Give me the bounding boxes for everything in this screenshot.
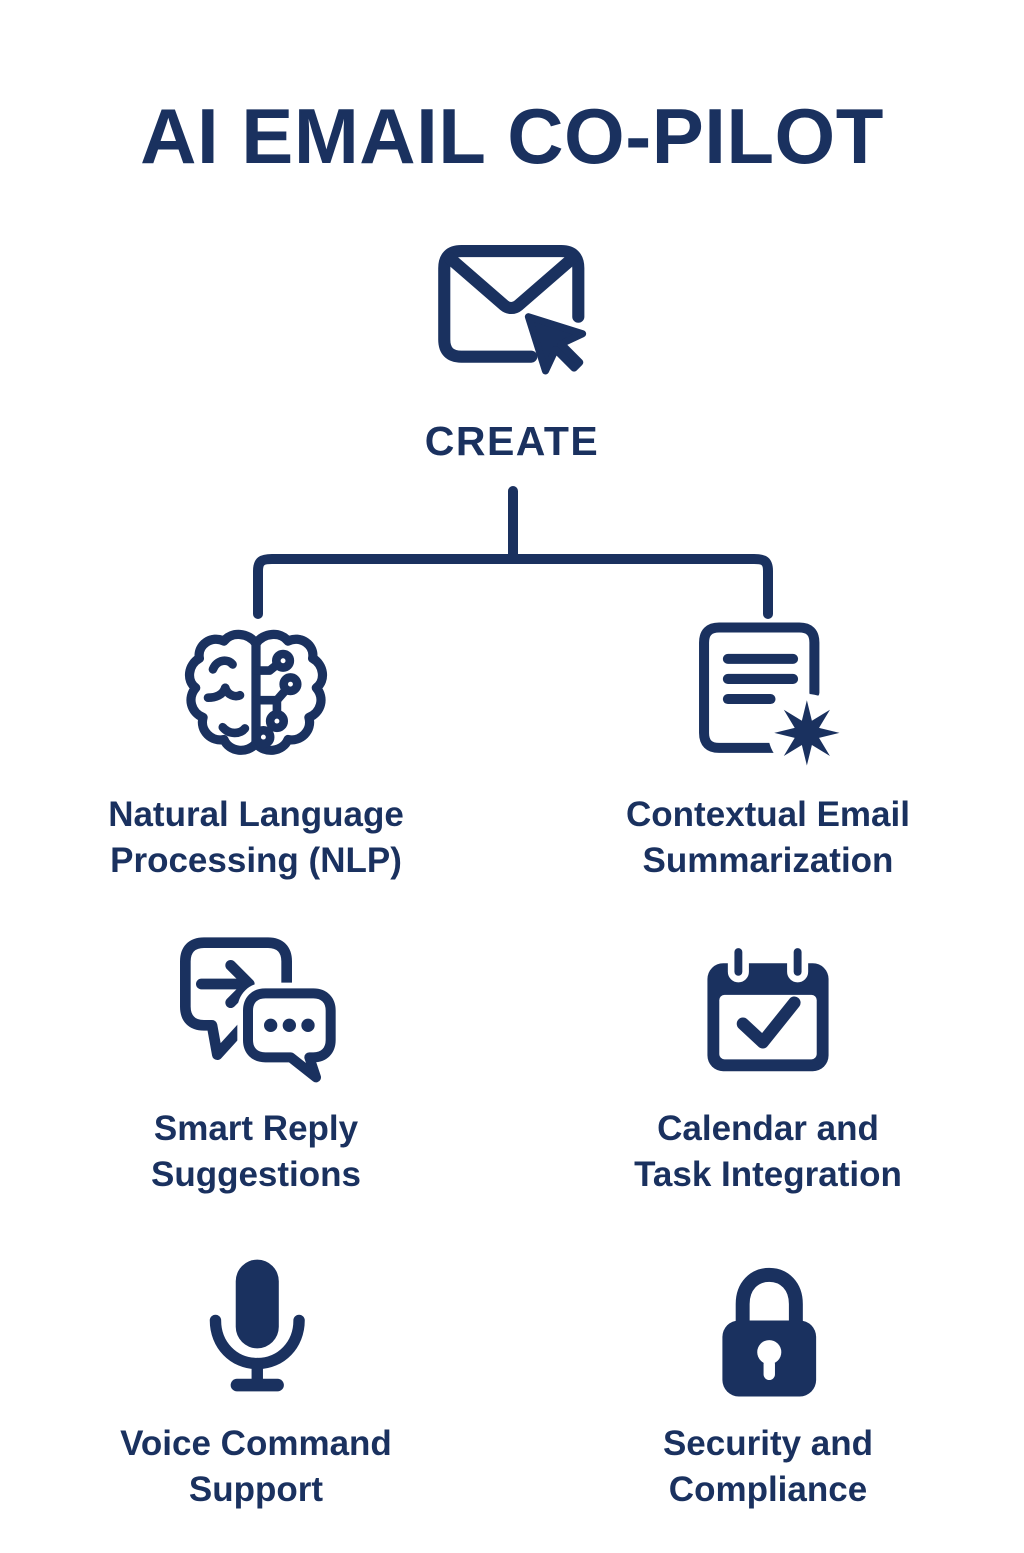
email-compose-cursor-icon xyxy=(421,234,603,398)
feature-label: Voice Command Support xyxy=(120,1423,392,1509)
feature-label: Calendar and Task Integration xyxy=(634,1109,902,1195)
feature-security: Security and Compliance xyxy=(512,1239,1024,1553)
calendar-check-icon xyxy=(689,924,847,1092)
feature-calendar: Calendar and Task Integration xyxy=(512,924,1024,1238)
features-grid: Natural Language Processing (NLP) Contex… xyxy=(0,610,1024,1553)
brain-circuit-icon xyxy=(176,610,336,778)
root-label: CREATE xyxy=(424,417,600,464)
feature-label: Smart Reply Suggestions xyxy=(150,1109,362,1195)
document-sparkle-icon xyxy=(689,610,847,778)
branch-connector xyxy=(253,485,773,619)
page-title: AI EMAIL CO-PILOT xyxy=(140,92,884,180)
feature-label: Contextual Email Summarization xyxy=(626,794,910,881)
feature-label: Security and Compliance xyxy=(662,1423,874,1509)
feature-smart-reply: Smart Reply Suggestions xyxy=(0,924,512,1238)
feature-label: Natural Language Processing (NLP) xyxy=(108,794,404,881)
feature-voice: Voice Command Support xyxy=(0,1239,512,1553)
feature-summarization: Contextual Email Summarization xyxy=(512,610,1024,924)
lock-icon xyxy=(692,1239,844,1407)
chat-reply-icon xyxy=(168,924,344,1092)
root-node: CREATE xyxy=(0,234,1024,465)
microphone-icon xyxy=(180,1239,332,1407)
feature-nlp: Natural Language Processing (NLP) xyxy=(0,610,512,924)
